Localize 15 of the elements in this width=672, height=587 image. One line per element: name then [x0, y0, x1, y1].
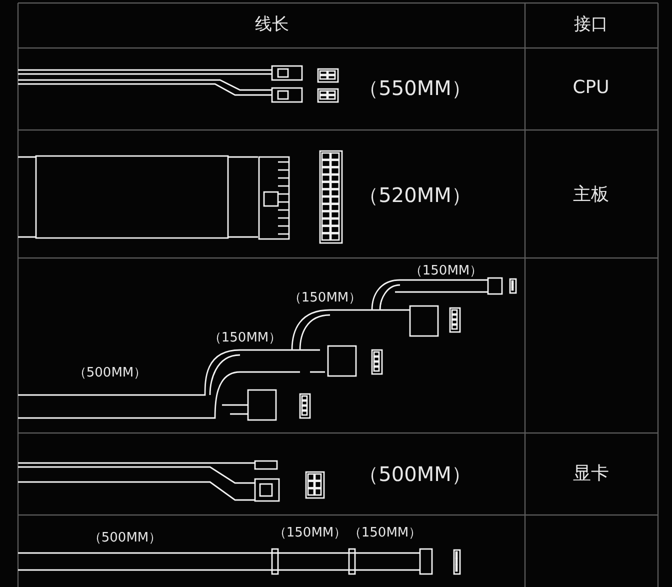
- connector-name: 主板: [573, 186, 609, 204]
- length-label: （500MM）: [358, 464, 472, 484]
- length-label: （500MM）: [88, 532, 162, 544]
- connector-name: 显卡: [573, 465, 609, 483]
- length-label: （150MM）: [273, 526, 347, 540]
- header-cell: 接口: [574, 16, 608, 34]
- length-label: （150MM）: [409, 264, 483, 278]
- length-label: （150MM）: [348, 526, 422, 540]
- header-cell: 线长: [255, 16, 289, 34]
- connector-name: CPU: [572, 79, 610, 97]
- length-label: （500MM）: [73, 366, 147, 380]
- length-label: （550MM）: [358, 78, 472, 98]
- length-label: （150MM）: [208, 332, 282, 344]
- length-label: （150MM）: [288, 292, 362, 304]
- length-label: （520MM）: [358, 185, 472, 205]
